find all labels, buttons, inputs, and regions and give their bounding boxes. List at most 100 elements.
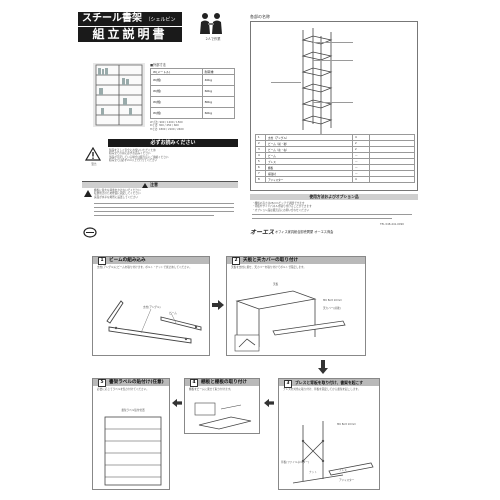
step-text: 棚板をビームに乗せて取り付けます。 [189,388,233,391]
caution-line: 部品が不足している場合は販売店にご連絡ください [109,155,169,159]
note-line: 床面が水平な場所に設置してください [94,195,138,199]
spec-label: W(幅) [150,96,203,108]
spec-value: 60kg [201,85,236,97]
parts-heading: 各部の名称 [250,14,270,19]
label-cover: 天カバー(前後) [323,307,341,310]
step-number: 4 [190,379,198,387]
arrow-right-icon [212,300,224,310]
spec-label: W(幅) [150,107,203,119]
note-text: 棚板に過大な荷重をかけないでください 転倒防止のため壁面に固定してください 床面… [94,189,234,199]
arrow-left-icon [172,398,182,408]
options-fill-line [252,218,392,219]
small-warning-icon [84,190,92,197]
caution-title: 必ずお読みください [108,139,238,147]
options-heading: 使用方法およびオプション品 [250,194,418,200]
label-brace: ブレス [339,469,347,472]
note-heading: 注意 [150,182,158,187]
label-bolt: M6 Bolt 10mm [323,299,342,302]
spec-label: W(幅) [150,74,203,86]
part-name: アジャスター [265,176,353,183]
step-text: 必要に応じてラベルを貼り付けてください。 [97,388,149,391]
note-heading-bar: 注意 [82,181,238,188]
step-number: 3 [284,380,292,388]
options-fill-line [252,214,412,215]
step-title: 棚板と棚板の取り付け [201,380,247,385]
label-bolt: M6 Bolt 10mm [337,423,356,426]
title-block: スチール書架 （シェルビング） 組立説明書 [78,12,228,42]
people-caption: 2人で作業 [205,37,221,41]
leader-line [313,60,353,61]
spec-label: W(幅) [150,85,203,97]
note-fill-line [94,215,214,216]
label-nut: ナット [309,471,317,474]
arrow-down-icon [318,360,328,374]
note-fill-line [94,211,234,212]
spec-notes: W寸法: 900 / 1200 / 1500 D寸法: 300 / 450 / … [150,121,240,131]
note-fill-line [94,207,234,208]
step-title: ビームの組み込み [109,258,146,263]
label-beam: ビーム [169,312,177,315]
step-title: 書架ラベルの貼付け(任意) [109,380,164,385]
leader-line [313,42,353,43]
caution-line: 組み立ての前に必ずお読みください [109,152,151,156]
spec-table: W(メートル)耐荷重 W(幅)40kg W(幅)60kg W(幅)80kg W(… [150,68,236,119]
table-row: W(幅)40kg [150,74,236,86]
label-adjuster: アジャスター [339,479,355,482]
company-mark-caption [82,239,100,242]
part-extra [369,176,415,183]
label-top: 天板 [273,283,279,286]
label-position: 書架ラベル貼付位置 [121,409,145,412]
note-fill-line [94,203,234,204]
part-no: 8 [255,176,266,183]
warning-icon [85,147,101,161]
table-row: W(幅)60kg [150,85,236,97]
title-sub: 組立説明書 [78,27,182,42]
caution-line: 組み立ては必ず2人以上で行ってください [109,158,158,162]
beam-diagram [106,300,202,344]
company-text: オフィス家具総合卸売問屋 オーエス商会 [275,230,334,234]
leader-line [313,102,353,103]
parts-exploded-diagram [301,28,333,134]
table-row: W(幅)60kg [150,107,236,119]
caution-text: 製品を正しく安全にお使いいただくため 組み立ての前に必ずお読みください 部品が不… [109,149,237,162]
title-main-text: スチール書架 [82,13,142,24]
two-people-icon [200,13,222,34]
note-line: 棚板に過大な荷重をかけないでください [94,189,141,192]
spec-value: 80kg [201,96,236,108]
shelf-photo [93,63,145,127]
caution-block: 警告 必ずお読みください 製品を正しく安全にお使いいただくため 組み立ての前に必… [82,139,238,179]
spec-note: D寸法: 300 / 450 / 600 [150,124,179,128]
step-text: ブレスを対角に取り付け、背板を固定してから書架を起こします。 [283,388,361,391]
company-logo: オーエス [250,229,275,236]
step-number: 5 [98,379,106,387]
options-text: ・棚板の高さは25mmピッチで調節できます ・背板やサイドパネルを取り付けること… [252,202,416,212]
label-back: 背板(ファイルホルダー) [281,461,309,464]
step-number: 1 [98,257,106,265]
part-qty: 4 [352,176,370,183]
spec-heading: ■外部寸法 [150,63,166,67]
spec-note: H寸法: 1800 / 2100 / 2400 [150,127,184,131]
step-title: 天板と天カバーの取り付け [243,258,299,263]
caution-line: 製品を正しく安全にお使いいただくため [109,149,156,152]
label-position-diagram [104,416,162,486]
note-block: 注意 棚板に過大な荷重をかけないでください 転倒防止のため壁面に固定してください… [82,181,238,225]
shelf-board-diagram [194,402,252,430]
caution-icon [142,182,148,188]
step-number: 2 [232,257,240,265]
note-line: 転倒防止のため壁面に固定してください [94,192,141,196]
spec-note: W寸法: 900 / 1200 / 1500 [150,121,183,124]
spec-value: 40kg [201,74,236,86]
step-title: ブレスと背板を取り付け、書架を起こす [295,380,364,385]
company-mark-icon [83,227,97,238]
options-line: ・背板やサイドパネルを取り付けることができます [252,205,312,209]
